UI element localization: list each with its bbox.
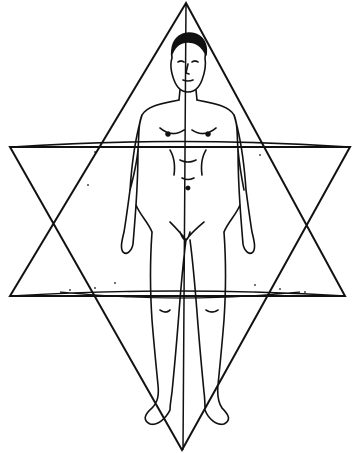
right-eye <box>192 61 198 62</box>
abdomen <box>170 150 206 180</box>
waist-left <box>136 205 152 232</box>
vertical-center-line <box>183 3 186 450</box>
mouth <box>183 80 193 81</box>
upward-triangle <box>10 3 345 296</box>
shading-dots <box>69 151 306 293</box>
navel <box>186 186 189 189</box>
right-knee <box>206 310 218 312</box>
hair <box>172 33 206 55</box>
left-eye <box>178 61 184 62</box>
left-knee <box>160 310 170 312</box>
waist-right <box>224 205 240 232</box>
torso-right <box>197 100 244 190</box>
right-leg <box>190 232 228 424</box>
right-nipple <box>206 132 210 136</box>
nose <box>186 64 189 74</box>
groin <box>170 222 204 240</box>
left-nipple <box>166 132 170 136</box>
